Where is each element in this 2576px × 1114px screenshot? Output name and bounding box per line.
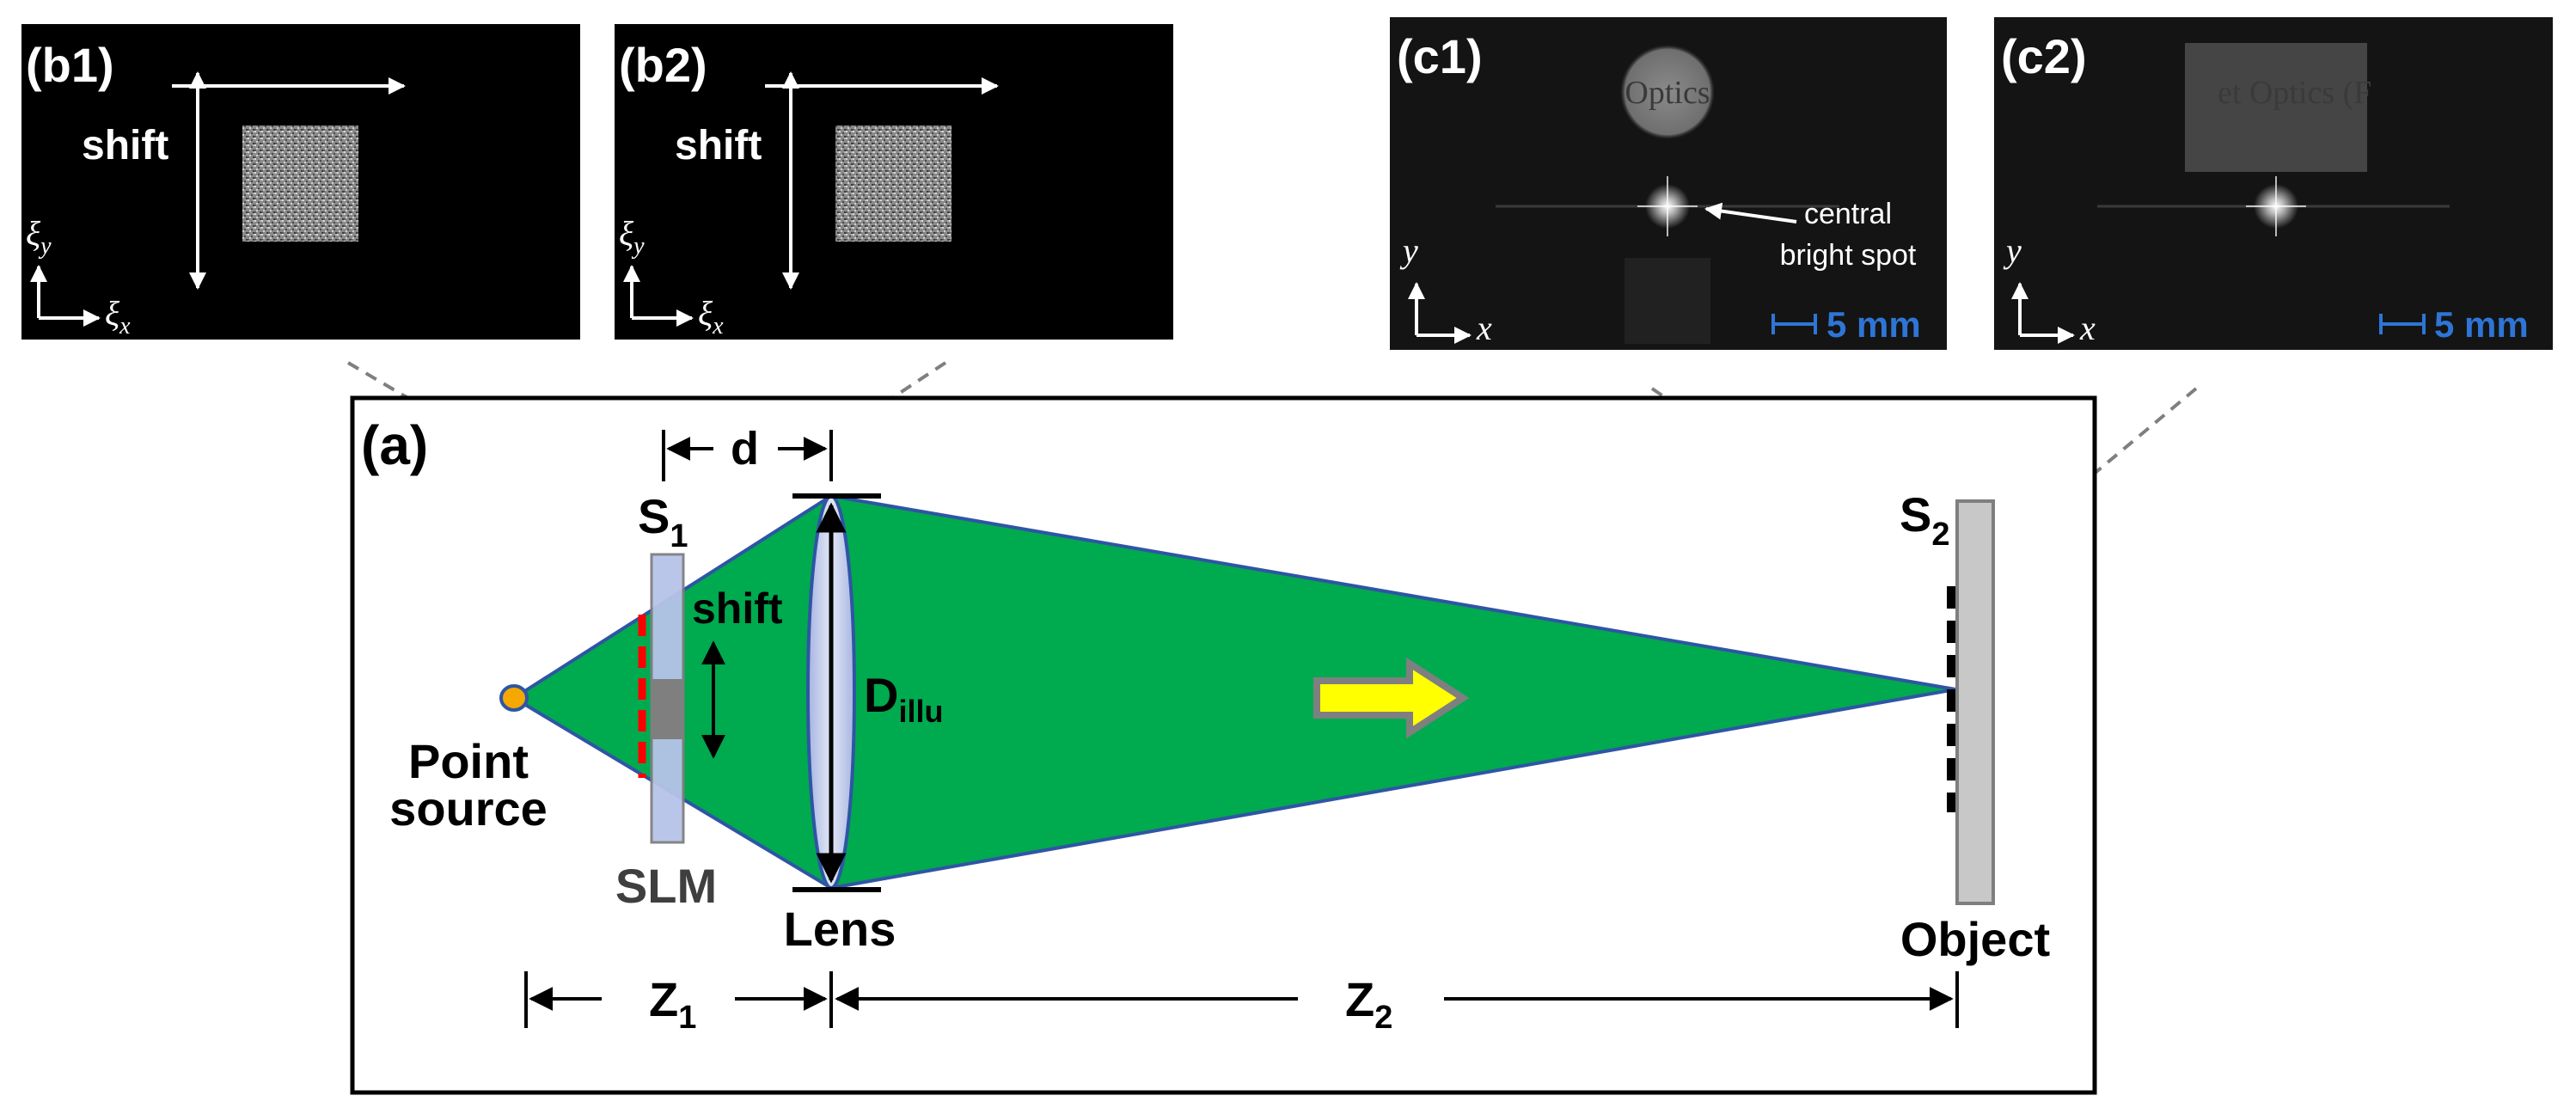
speckle-pattern: [242, 125, 358, 242]
axis-x-label: ξx: [698, 294, 724, 340]
panel-b1: (b1) shift ξy ξx: [21, 24, 580, 340]
axis-y-label: ξy: [619, 214, 645, 260]
axis-y-label: y: [2003, 231, 2022, 270]
slm-shift-block: [652, 679, 683, 739]
shift-label: shift: [82, 123, 168, 168]
panel-tag: (b2): [619, 38, 707, 92]
object-plate: [1955, 499, 1995, 905]
axis-x-label: x: [1476, 309, 1492, 347]
shift-label: shift: [692, 585, 783, 633]
panel-a: (a) shift d S1 Dillu S2 Point: [350, 395, 2097, 1095]
panel-tag: (c2): [2001, 29, 2087, 83]
axis-y-label: y: [1399, 231, 1418, 270]
scalebar-label: 5 mm: [2434, 304, 2529, 345]
axis-x-label: ξx: [105, 294, 131, 340]
slm-label: SLM: [615, 859, 717, 913]
panel-tag: (c1): [1397, 29, 1483, 83]
z2-label: Z2: [1345, 972, 1392, 1036]
lens-label: Lens: [784, 902, 896, 956]
annotation-line2: bright spot: [1780, 239, 1917, 272]
faint-watermark: Optics: [1625, 75, 1710, 111]
panel-tag: (b1): [26, 38, 114, 92]
d-label: d: [731, 423, 759, 474]
panel-c2: et Optics (F (c2) y x 5 mm: [1994, 17, 2553, 350]
point-source-label-line2: source: [389, 781, 548, 836]
reconstructed-square: [2185, 43, 2367, 172]
point-source-label-line1: Point: [408, 734, 529, 788]
reconstructed-disk: [1620, 45, 1715, 139]
z1-label: Z1: [649, 972, 696, 1036]
panel-tag: (a): [361, 414, 428, 476]
object-label: Object: [1900, 912, 2050, 966]
speckle-pattern: [835, 125, 951, 242]
axis-y-label: ξy: [26, 214, 52, 260]
propagation-arrow: [1313, 657, 1470, 739]
scalebar-label: 5 mm: [1826, 304, 1921, 345]
axis-x-label: x: [2079, 309, 2096, 347]
d-illu-label: Dillu: [864, 668, 943, 729]
panel-c1: Optics (c1) central bright spot y x 5 mm: [1390, 17, 1947, 350]
annotation-line1: central: [1804, 198, 1892, 230]
s2-label: S2: [1900, 487, 1950, 553]
s1-label: S1: [638, 489, 688, 554]
panel-b2: (b2) shift ξy ξx: [615, 24, 1173, 340]
faint-watermark: et Optics (F: [2218, 75, 2371, 111]
point-source: [499, 684, 529, 712]
shift-label: shift: [675, 123, 762, 168]
